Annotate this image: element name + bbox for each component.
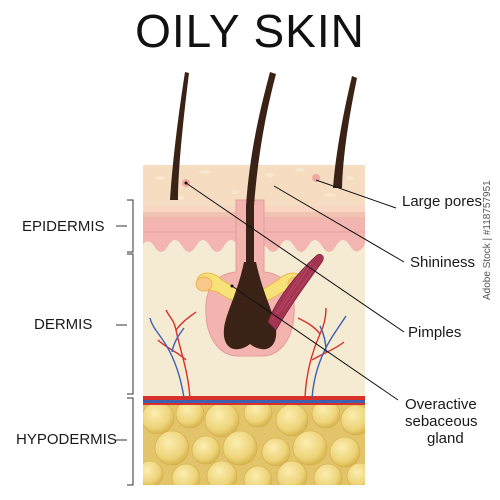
vein-band [143,400,365,403]
sebaceous-label-line-1: Overactive [405,396,477,413]
hair-bulb [223,262,277,350]
shininess-label: Shininess [410,254,476,271]
hair-strand [170,72,189,200]
surface-texture [155,168,354,200]
dermis-label: DERMIS [34,316,93,333]
sebaceous-gland-label: Overactive sebaceous gland [405,396,478,447]
arrector-pili-muscle [267,254,324,331]
artery-band [143,396,365,400]
hypodermis-layer [143,400,365,485]
hair-strand [246,72,276,206]
capillaries-left [149,309,197,399]
hypodermis-label: HYPODERMIS [16,431,117,448]
large-pores-label: Large pores [402,193,483,210]
sebaceous-label-line-2: sebaceous [405,413,478,430]
pore [312,174,320,182]
hair-strand [333,76,357,188]
diagram-title: OILY SKIN [135,5,365,57]
stock-watermark: Adobe Stock | #118757951 [482,180,493,300]
layer-brackets [116,199,134,486]
sebaceous-label-line-3: gland [427,430,464,447]
pimples-label: Pimples [408,324,462,341]
epidermis-label: EPIDERMIS [22,218,105,235]
callout-lines [185,179,405,401]
